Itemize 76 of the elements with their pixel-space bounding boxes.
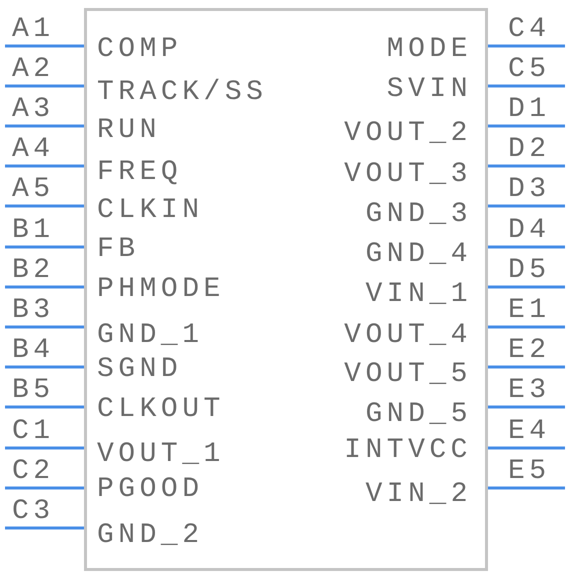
pin-name: VIN_1 <box>365 281 472 309</box>
pin-number: D5 <box>508 257 551 285</box>
pin-number: B4 <box>12 337 55 365</box>
pin-name: GND_4 <box>365 241 472 269</box>
pin-number: A4 <box>12 136 55 164</box>
pin-number: E4 <box>508 418 551 446</box>
pin-name: GND_2 <box>97 522 204 550</box>
pin-line <box>5 246 84 248</box>
chip-body <box>84 8 488 571</box>
pin-line <box>5 526 84 530</box>
pin-line <box>5 406 84 408</box>
pin-number: C1 <box>12 418 55 446</box>
pin-name: SGND <box>97 356 182 384</box>
pin-name: PHMODE <box>97 276 225 304</box>
pin-line <box>488 366 565 368</box>
pin-name: FREQ <box>97 159 182 187</box>
pin-line <box>488 124 565 128</box>
pin-number: B2 <box>12 257 55 285</box>
pin-line <box>488 486 565 490</box>
pin-name: VOUT_4 <box>344 322 472 350</box>
pin-name: CLKOUT <box>97 396 225 424</box>
pin-number: B1 <box>12 217 55 245</box>
pin-line <box>5 204 84 208</box>
pin-name: GND_3 <box>365 201 472 229</box>
pin-line <box>488 164 565 168</box>
pin-line <box>488 446 565 450</box>
pin-number: A5 <box>12 176 55 204</box>
pin-name: VIN_2 <box>365 481 472 509</box>
pin-name: PGOOD <box>97 476 204 504</box>
pin-number: D1 <box>508 96 551 124</box>
pin-line <box>5 286 84 288</box>
pin-name: COMP <box>97 36 182 64</box>
pin-number: A1 <box>12 16 55 44</box>
pin-line <box>488 84 565 88</box>
pin-number: E1 <box>508 297 551 325</box>
pin-line <box>488 246 565 248</box>
pin-line <box>488 44 565 48</box>
pin-number: C3 <box>12 498 55 526</box>
pin-name: VOUT_5 <box>344 361 472 389</box>
pin-line <box>5 446 84 450</box>
pin-name: VOUT_2 <box>344 120 472 148</box>
pin-name: GND_1 <box>97 322 204 350</box>
pin-name: FB <box>97 236 140 264</box>
pin-number: A2 <box>12 56 55 84</box>
pin-name: RUN <box>97 117 161 145</box>
pin-line <box>5 44 84 48</box>
pin-line <box>5 84 84 88</box>
pin-line <box>5 366 84 368</box>
pin-name: SVIN <box>386 76 472 104</box>
pin-number: D4 <box>508 217 551 245</box>
pin-name: VOUT_3 <box>344 161 472 189</box>
pin-number: B3 <box>12 297 55 325</box>
pin-number: E5 <box>508 458 551 486</box>
pin-name: GND_5 <box>365 401 472 429</box>
pin-number: A3 <box>12 96 55 124</box>
pin-number: C4 <box>508 16 551 44</box>
pin-number: E2 <box>508 337 551 365</box>
pin-number: C2 <box>12 458 55 486</box>
pin-line <box>5 124 84 128</box>
pin-name: MODE <box>386 36 472 64</box>
pin-number: D2 <box>508 136 551 164</box>
pin-name: TRACK/SS <box>97 79 268 107</box>
pin-number: B5 <box>12 377 55 405</box>
pin-line <box>5 486 84 490</box>
pin-line <box>5 326 84 328</box>
pin-line <box>488 286 565 288</box>
pin-name: CLKIN <box>97 197 204 225</box>
pin-line <box>488 326 565 328</box>
pin-line <box>488 406 565 408</box>
pin-name: INTVCC <box>344 437 472 465</box>
pin-line <box>5 164 84 168</box>
pin-line <box>488 204 565 208</box>
pin-name: VOUT_1 <box>97 441 225 469</box>
pin-number: C5 <box>508 56 551 84</box>
pin-number: D3 <box>508 176 551 204</box>
pin-number: E3 <box>508 377 551 405</box>
